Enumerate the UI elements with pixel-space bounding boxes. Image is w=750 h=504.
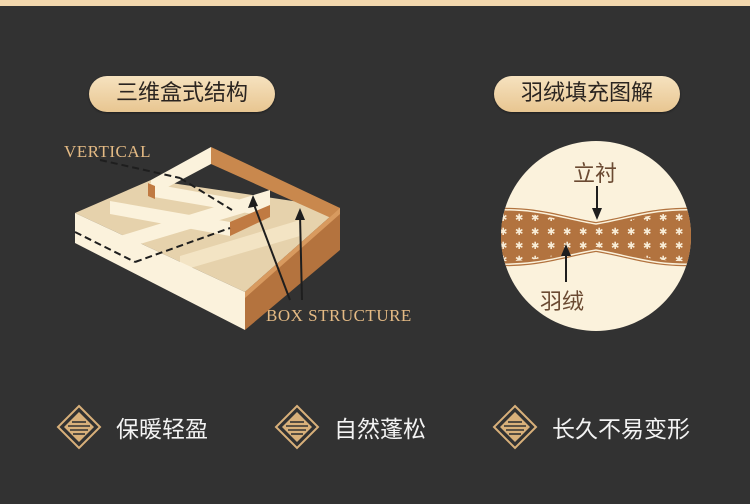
down-fill-title: 羽绒填充图解 [494, 76, 680, 112]
box-structure-label: BOX STRUCTURE [266, 306, 412, 325]
diamond-stripes-icon [274, 404, 320, 450]
vertical-label: VERTICAL [64, 142, 152, 161]
down-label: 羽绒 [540, 290, 585, 315]
feature-item: 长久不易变形 [492, 404, 690, 450]
top-accent-bar [0, 0, 750, 6]
diamond-stripes-icon [492, 404, 538, 450]
feature-item: 保暖轻盈 [56, 404, 208, 450]
lining-label: 立衬 [573, 162, 618, 187]
feature-item: 自然蓬松 [274, 404, 426, 450]
feature-label: 长久不易变形 [552, 417, 690, 443]
feature-label: 保暖轻盈 [116, 417, 208, 443]
diamond-stripes-icon [56, 404, 102, 450]
box-structure-title: 三维盒式结构 [89, 76, 275, 112]
feature-label: 自然蓬松 [334, 417, 426, 443]
